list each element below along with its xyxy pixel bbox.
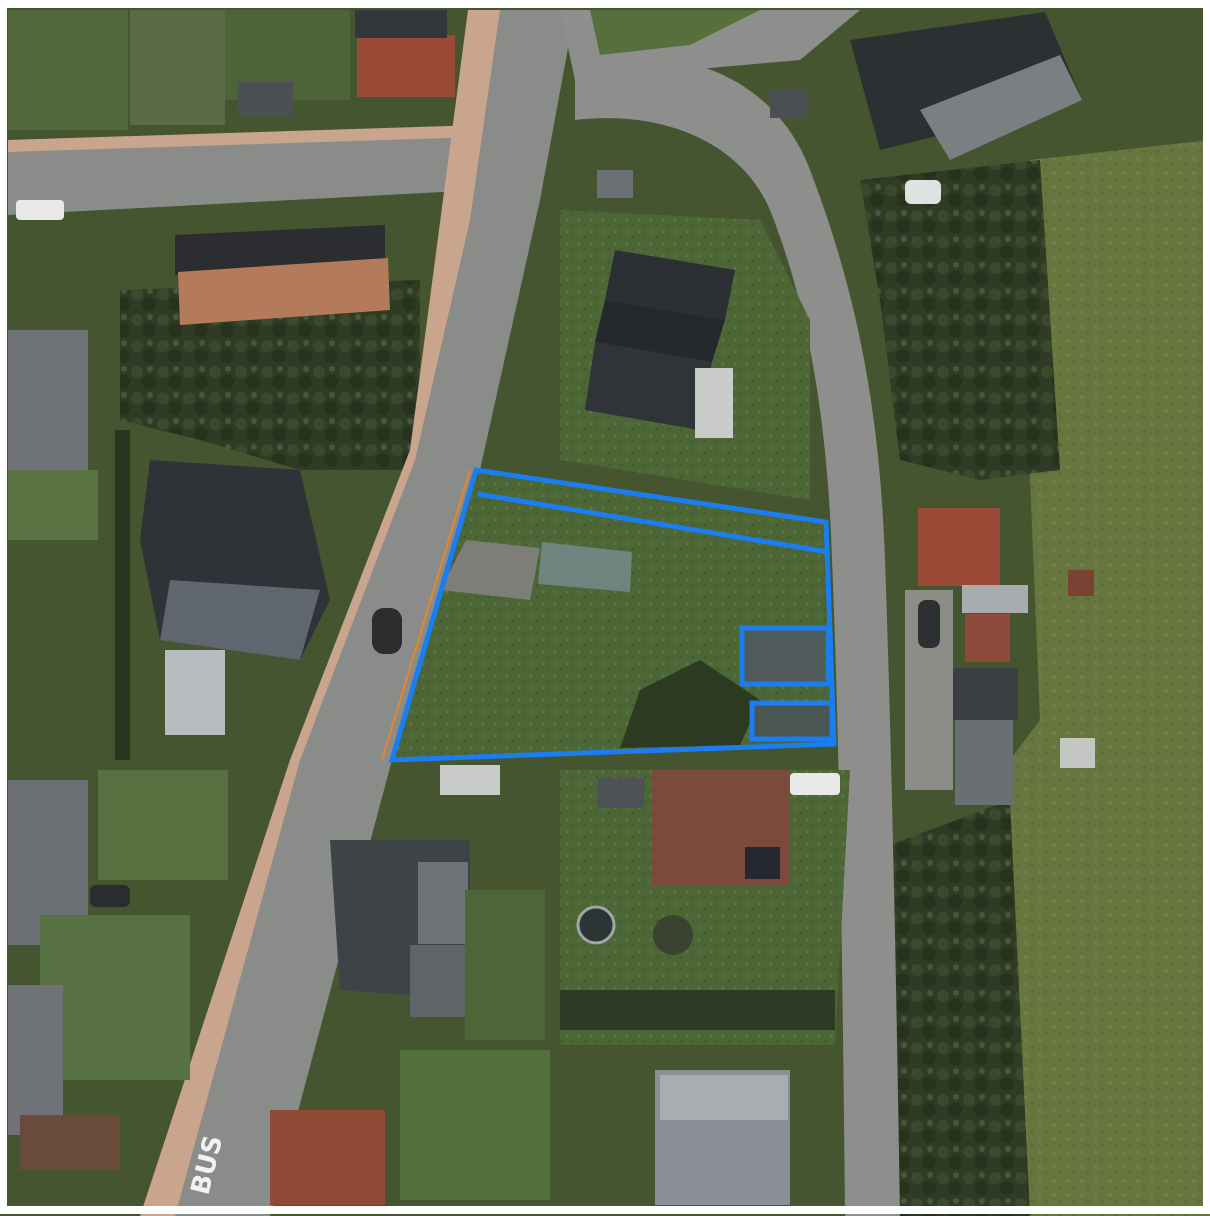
sidewalk-northwest xyxy=(8,125,480,152)
trampoline-south xyxy=(576,905,616,945)
parcel-outbuilding-2 xyxy=(752,702,830,738)
road-northwest xyxy=(8,135,480,215)
parcel-building-roof xyxy=(538,542,632,592)
tree-cluster-west xyxy=(120,280,420,470)
van-top-left xyxy=(16,200,64,220)
tree-south-small xyxy=(653,915,693,955)
house-bottom-grey-roof-light xyxy=(660,1075,788,1120)
garden-northwest-1 xyxy=(8,10,128,130)
house-north-roof-a xyxy=(605,250,735,320)
garden-far-west-lower xyxy=(40,915,190,1080)
boundary-line-orange xyxy=(381,469,471,761)
main-road-sidewalk xyxy=(140,10,520,1216)
house-north-roof-c xyxy=(585,342,712,430)
parcel-outline-building-2[interactable] xyxy=(749,700,835,742)
tree-cluster-east xyxy=(860,160,1060,480)
house-west-annex xyxy=(165,650,225,735)
house-north-annex xyxy=(695,368,733,438)
house-northwest-roof-red xyxy=(178,258,390,325)
house-east-grey-roof xyxy=(955,720,1013,805)
garden-bottom-center xyxy=(400,1050,550,1200)
parcel-outline-strip[interactable] xyxy=(477,491,829,555)
parcel-outline-building-1[interactable] xyxy=(739,625,831,687)
house-east-annex xyxy=(962,585,1028,613)
garden-beds-southwest xyxy=(20,1115,120,1170)
parcel-outbuilding-1 xyxy=(742,628,824,682)
parcel-outline-group[interactable] xyxy=(388,467,837,763)
car-east xyxy=(918,600,940,648)
car-on-road xyxy=(372,608,402,654)
car-east-top xyxy=(905,180,941,204)
shed-east xyxy=(1060,738,1095,768)
house-bottom-red-roof xyxy=(270,1110,385,1205)
parcel-outline-main[interactable] xyxy=(388,467,837,763)
house-southwest-roof-grey-2 xyxy=(410,945,465,1017)
house-south-center-solar xyxy=(745,847,780,879)
parcel-paved-area xyxy=(440,540,540,600)
garden-west-edge xyxy=(8,470,98,540)
garden-west-lower xyxy=(98,770,228,880)
shed-north xyxy=(597,170,633,198)
car-west xyxy=(90,885,130,907)
garden-west-hedge xyxy=(115,430,130,760)
garden-northwest-2 xyxy=(130,10,225,125)
building-northeast-dark xyxy=(850,12,1082,150)
shed-south-center xyxy=(598,778,644,808)
house-top-roof-red xyxy=(357,35,455,97)
house-east-dark-roof-1 xyxy=(950,668,1018,720)
shed-northeast xyxy=(770,90,808,118)
house-southwest-roof-grey-1 xyxy=(418,862,468,944)
hedge-south xyxy=(560,990,835,1030)
house-far-west-bottom xyxy=(8,985,63,1135)
field-north xyxy=(590,10,760,55)
shed-east-small xyxy=(1068,570,1094,596)
house-west-roof-grey xyxy=(160,580,320,660)
garden-southwest xyxy=(465,890,545,1040)
house-west-edge-roof xyxy=(8,330,88,470)
house-top-roof-dark xyxy=(355,10,447,38)
building-northeast-grey xyxy=(920,55,1082,160)
parcel-shadow xyxy=(620,660,760,748)
house-east-red-roof xyxy=(918,508,1000,586)
house-north-roof-b xyxy=(595,300,725,362)
house-east-small-red xyxy=(965,614,1010,662)
road-northeast-curve xyxy=(575,55,900,1216)
van-south xyxy=(790,773,840,795)
shed-top-left xyxy=(238,82,293,116)
shed-southwest xyxy=(440,765,500,795)
